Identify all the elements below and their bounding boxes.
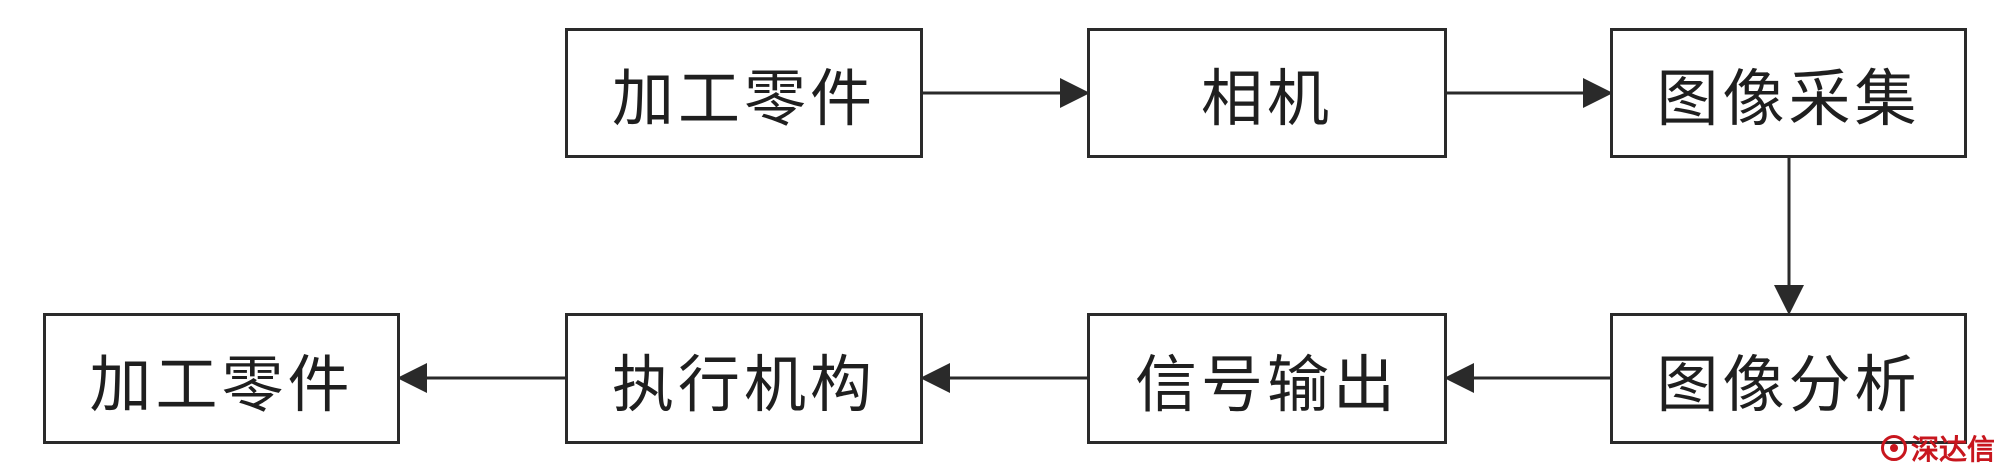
node-image-analysis: 图像分析 <box>1610 313 1967 444</box>
watermark: 深达信 <box>1880 428 1995 468</box>
watermark-text: 深达信 <box>1910 433 1995 466</box>
node-signal-output: 信号输出 <box>1087 313 1447 444</box>
node-actuator: 执行机构 <box>565 313 923 444</box>
node-image-acquisition: 图像采集 <box>1610 28 1967 158</box>
node-camera: 相机 <box>1087 28 1447 158</box>
logo-icon <box>1880 435 1907 461</box>
node-workpiece-input: 加工零件 <box>565 28 923 158</box>
node-workpiece-output: 加工零件 <box>43 313 400 444</box>
